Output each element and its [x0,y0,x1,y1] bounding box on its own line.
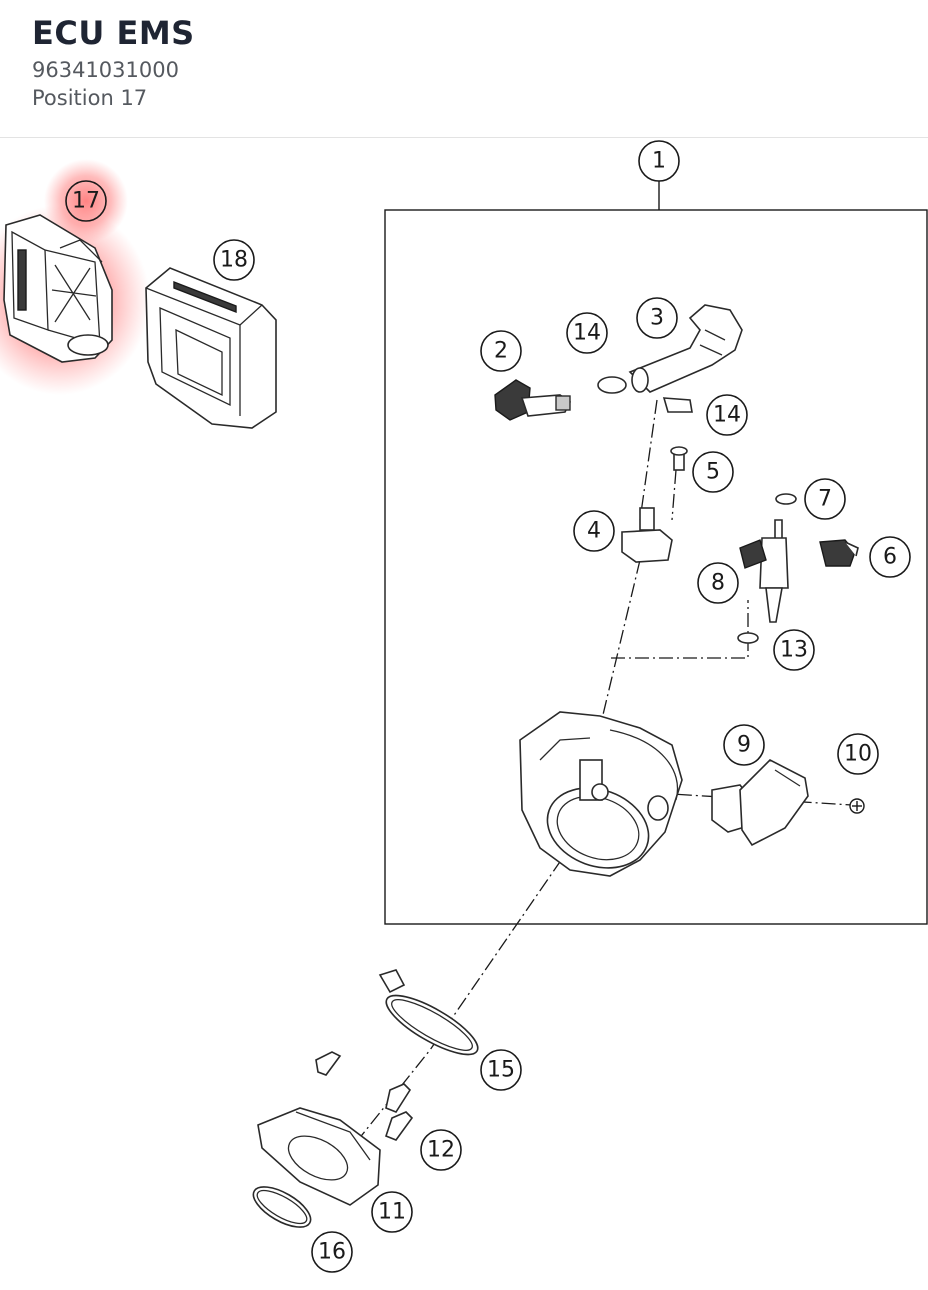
callout-label: 12 [427,1138,455,1163]
callout-7[interactable]: 7 [804,478,846,520]
callout-2[interactable]: 2 [480,330,522,372]
callout-label: 9 [737,733,751,758]
hose-clamp-part-a[interactable] [597,376,627,394]
callout-16[interactable]: 16 [311,1231,353,1273]
callout-5[interactable]: 5 [692,451,734,493]
hose-part[interactable] [628,304,743,393]
callout-label: 13 [780,638,808,663]
part-number: 96341031000 [32,58,179,82]
callout-label: 5 [706,460,720,485]
throttle-body-part[interactable] [519,711,683,881]
intake-flange-part[interactable] [257,1107,381,1206]
callout-label: 16 [318,1240,346,1265]
hose-clamp-part-b[interactable] [662,397,693,413]
callout-15[interactable]: 15 [480,1049,522,1091]
screw-part-5[interactable] [670,446,688,471]
callout-12[interactable]: 12 [420,1129,462,1171]
callout-label: 6 [883,545,897,570]
callout-8[interactable]: 8 [697,562,739,604]
callout-14-lower[interactable]: 14 [706,394,748,436]
callout-label: 2 [494,339,508,364]
callout-label: 14 [573,321,601,346]
injector-connector-part[interactable] [819,539,859,567]
callout-label: 14 [713,403,741,428]
hose-clamp-part-15[interactable] [378,969,485,1065]
callout-4[interactable]: 4 [573,510,615,552]
o-ring-part-7[interactable] [775,493,797,505]
callout-18[interactable]: 18 [213,239,255,281]
fuel-injector-part[interactable] [739,519,789,623]
callout-17-highlighted[interactable]: 17 [65,180,107,222]
pressure-sensor-part[interactable] [621,507,673,563]
callout-label: 8 [711,571,725,596]
ecu-cover-part[interactable] [145,267,277,429]
ecu-unit-part[interactable] [3,214,113,363]
ground-symbol [849,798,865,814]
callout-label: 15 [487,1058,515,1083]
callout-14-upper[interactable]: 14 [566,312,608,354]
header: ECU EMS 96341031000 Position 17 [0,0,928,138]
position-label: Position 17 [32,86,148,110]
callout-label: 1 [652,149,666,174]
callout-label: 10 [844,742,872,767]
callout-label: 3 [650,306,664,331]
o-ring-part-16[interactable] [247,1179,316,1235]
throttle-position-sensor-part[interactable] [711,759,809,847]
callout-label: 4 [587,519,601,544]
callout-label: 18 [220,248,248,273]
callout-3[interactable]: 3 [636,297,678,339]
callout-label: 7 [818,487,832,512]
callout-10[interactable]: 10 [837,733,879,775]
o-ring-part-13[interactable] [737,632,759,644]
callout-label: 11 [378,1200,406,1225]
callout-11[interactable]: 11 [371,1191,413,1233]
callout-13[interactable]: 13 [773,629,815,671]
screws-part-12[interactable] [315,1051,414,1141]
vent-fitting-part[interactable] [494,379,572,421]
assembly-frame [384,209,928,925]
callout-9[interactable]: 9 [723,724,765,766]
callout-label: 17 [72,189,100,214]
callout-1[interactable]: 1 [638,140,680,182]
page-title: ECU EMS [32,14,195,52]
callout-6[interactable]: 6 [869,536,911,578]
